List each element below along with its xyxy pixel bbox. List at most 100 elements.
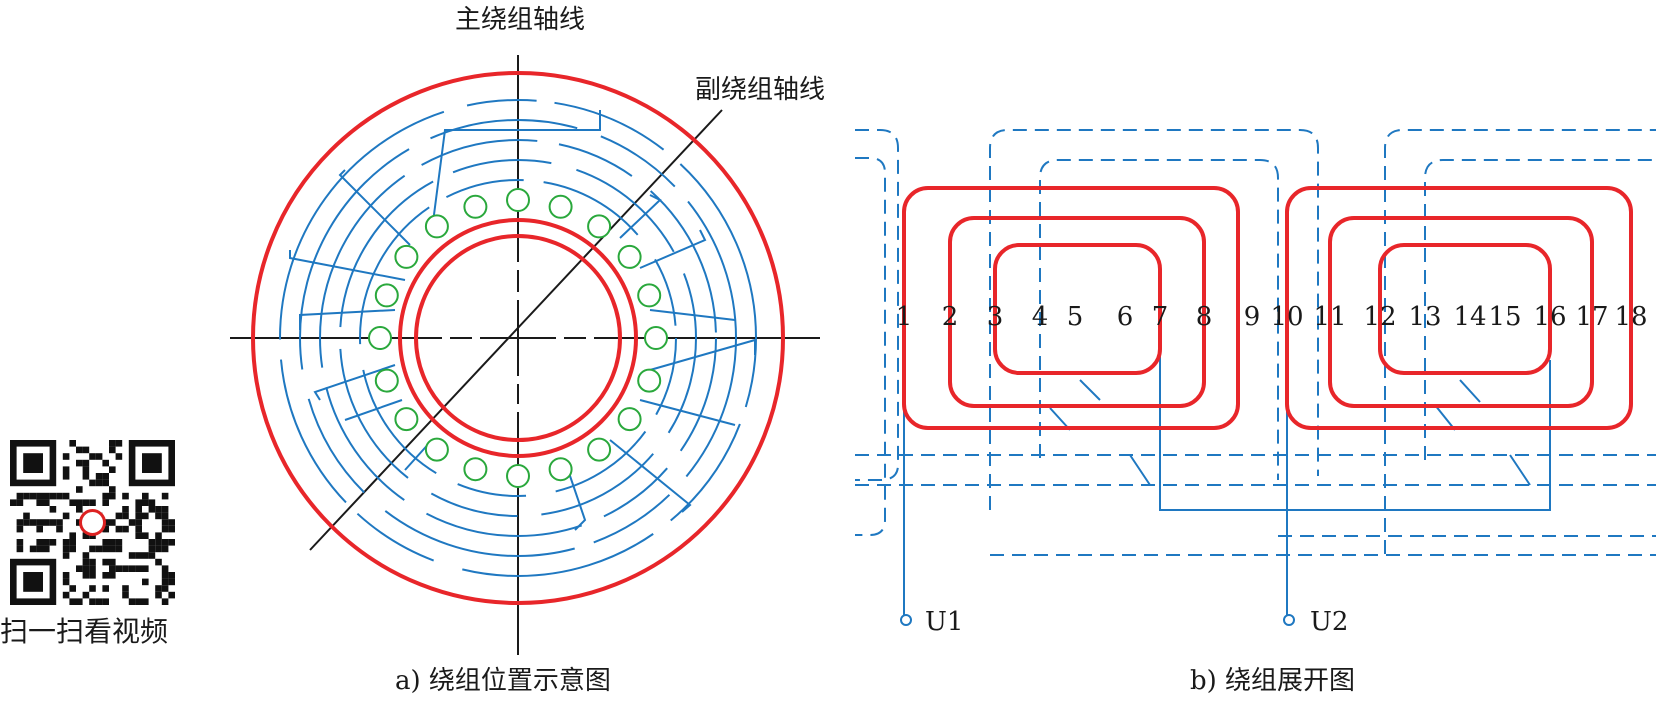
qr-finder (142, 453, 162, 473)
qr-module (76, 506, 83, 513)
qr-module (109, 572, 116, 579)
slot-circle (548, 457, 573, 482)
qr-module (82, 446, 90, 454)
qr-module (62, 512, 70, 520)
qr-module (102, 492, 109, 500)
qr-module (89, 565, 96, 572)
qr-module (148, 552, 156, 559)
qr-module (142, 578, 149, 586)
qr-module (36, 539, 43, 546)
qr-module (76, 565, 83, 572)
qr-module (76, 446, 83, 454)
qr-module (135, 519, 142, 526)
qr-module (122, 512, 129, 520)
qr-module (89, 479, 96, 487)
qr-module (109, 558, 116, 566)
slot-number-label: 15 (1488, 302, 1521, 332)
qr-module (43, 545, 50, 553)
main-coils (902, 186, 1633, 430)
qr-module (82, 473, 90, 480)
qr-module (82, 552, 90, 559)
slot-circle (463, 457, 488, 482)
qr-module (69, 440, 76, 447)
qr-module (29, 545, 37, 553)
qr-module (89, 558, 96, 566)
qr-module (89, 545, 96, 553)
slot-circle (637, 283, 662, 308)
slot-circle (506, 464, 530, 488)
slot-circle (617, 244, 642, 269)
qr-module (62, 591, 70, 599)
slot-circle (587, 437, 612, 462)
terminal-u2 (1283, 614, 1295, 626)
slot-number-label: 11 (1313, 302, 1346, 332)
slot-number-label: 18 (1614, 302, 1647, 332)
qr-module (115, 525, 123, 533)
qr-module (76, 486, 83, 493)
qr-module (142, 512, 149, 520)
slot-circle (394, 244, 419, 269)
rotor-inner-circle (414, 234, 622, 442)
qr-module (102, 479, 109, 487)
qr-finder (23, 572, 43, 592)
qr-module (102, 473, 109, 480)
slot-circle (394, 407, 419, 432)
qr-module (69, 585, 76, 592)
qr-module (148, 506, 156, 513)
qr-module (82, 466, 90, 473)
qr-module (115, 512, 123, 520)
slot-number-label: 9 (1244, 302, 1261, 332)
qr-code (10, 440, 175, 605)
qr-module (62, 492, 70, 500)
slot-number-label: 14 (1453, 302, 1486, 332)
rotor-outer-circle (398, 218, 638, 458)
qr-module (69, 532, 76, 539)
caption-b: b) 绕组展开图 (1190, 666, 1356, 696)
qr-module (161, 492, 169, 500)
qr-module (102, 545, 109, 553)
qr-module (128, 552, 136, 559)
qr-module (148, 539, 156, 546)
slot-number-label: 8 (1196, 302, 1213, 332)
qr-module (82, 591, 90, 599)
qr-module (76, 598, 83, 605)
qr-module (102, 539, 109, 546)
slot-circle (548, 194, 573, 219)
qr-module (56, 492, 63, 500)
qr-module (29, 519, 37, 526)
qr-module (135, 565, 142, 572)
qr-module (122, 591, 129, 599)
qr-module (142, 552, 149, 559)
slot-number-label: 4 (1032, 302, 1049, 332)
qr-module (109, 440, 116, 447)
qr-module (89, 585, 96, 592)
qr-module (161, 572, 169, 579)
slot-number-label: 16 (1533, 302, 1566, 332)
qr-module (95, 473, 103, 480)
qr-module (89, 453, 96, 460)
slot-number-label: 10 (1270, 302, 1303, 332)
qr-module (155, 545, 162, 553)
qr-module (142, 499, 149, 506)
qr-module (161, 519, 169, 526)
qr-module (29, 492, 37, 500)
qr-module (155, 512, 162, 520)
qr-module (102, 459, 109, 467)
slot-circle (368, 326, 392, 350)
qr-label: 扫一扫看视频 (0, 615, 169, 648)
qr-module (161, 506, 169, 513)
aux-dashed-coils (855, 129, 1656, 556)
aux-axis-label: 副绕组轴线 (695, 75, 825, 105)
slot-circle (424, 214, 449, 239)
stator-slots (368, 188, 668, 488)
slot-circle (587, 214, 612, 239)
qr-module (109, 565, 116, 572)
slot-number-label: 1 (896, 302, 913, 332)
qr-module (23, 519, 30, 526)
qr-module (16, 525, 24, 533)
qr-module (95, 479, 103, 487)
qr-module (62, 545, 70, 553)
qr-module (102, 572, 109, 579)
